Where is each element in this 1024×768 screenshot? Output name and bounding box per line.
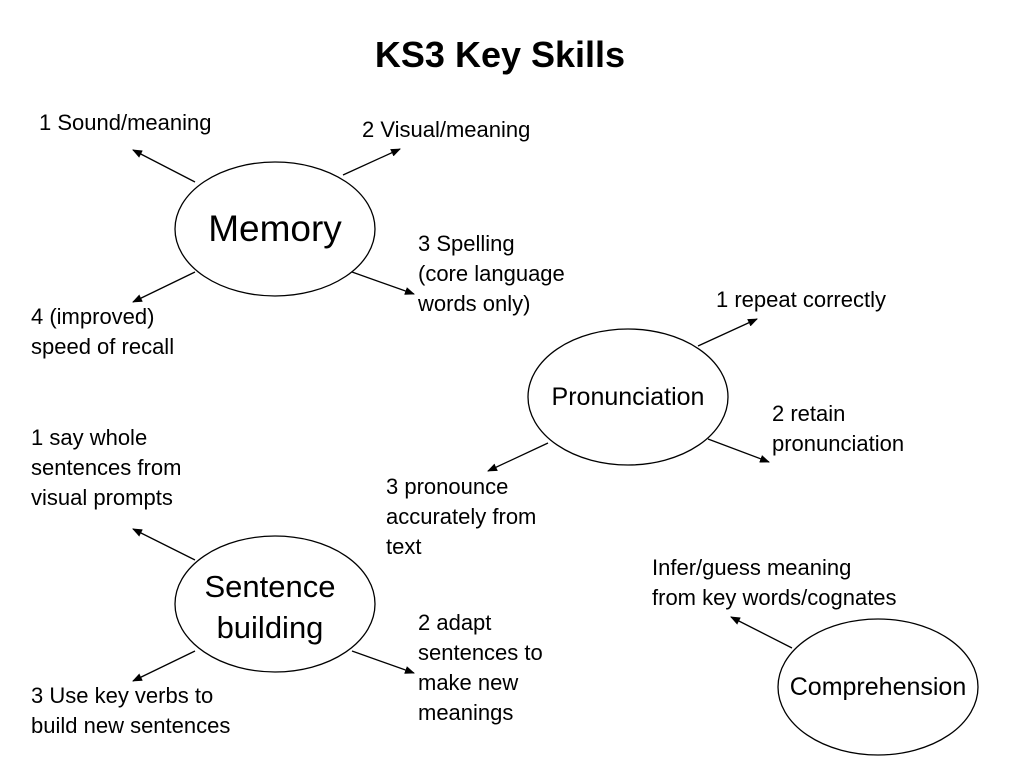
page-title: KS3 Key Skills bbox=[374, 34, 626, 75]
arrow-comprehension-infer bbox=[730, 616, 793, 649]
arrow-memory-spelling bbox=[351, 271, 415, 295]
pronunciation-item-pronounce: 3 pronounce accurately from text bbox=[386, 474, 537, 559]
arrow-pronunciation-repeat bbox=[697, 318, 758, 347]
sentence-building-ellipse bbox=[174, 535, 376, 673]
comprehension-ellipse bbox=[777, 618, 979, 756]
arrow-pronunciation-pronounce bbox=[487, 442, 549, 472]
pronunciation-item-repeat: 1 repeat correctly bbox=[716, 287, 886, 312]
pronunciation-item-retain: 2 retain pronunciation bbox=[772, 401, 905, 456]
arrow-sentence-adapt bbox=[351, 650, 415, 674]
arrow-memory-sound bbox=[132, 149, 196, 183]
memory-item-spelling: 3 Spelling (core language words only) bbox=[418, 231, 565, 316]
sentence-item-key-verbs: 3 Use key verbs to build new sentences bbox=[31, 683, 231, 738]
sentence-item-say-whole: 1 say whole sentences from visual prompt… bbox=[31, 425, 182, 510]
arrow-pronunciation-retain bbox=[707, 438, 770, 463]
comprehension-item-infer: Infer/guess meaning from key words/cogna… bbox=[652, 555, 897, 610]
arrow-memory-recall bbox=[132, 271, 196, 303]
memory-item-speed-of-recall: 4 (improved) speed of recall bbox=[31, 304, 175, 359]
pronunciation-ellipse bbox=[527, 328, 729, 466]
memory-item-visual-meaning: 2 Visual/meaning bbox=[362, 117, 531, 142]
memory-ellipse bbox=[174, 161, 376, 297]
sentence-building-label: Sentence building bbox=[204, 569, 336, 645]
sentence-item-adapt: 2 adapt sentences to make new meanings bbox=[418, 610, 543, 725]
memory-label: Memory bbox=[208, 208, 342, 249]
arrow-sentence-verbs bbox=[132, 650, 196, 682]
arrow-sentence-say bbox=[132, 528, 196, 561]
arrow-memory-visual bbox=[342, 148, 401, 176]
pronunciation-label: Pronunciation bbox=[551, 383, 705, 411]
comprehension-label: Comprehension bbox=[789, 673, 967, 701]
memory-item-sound-meaning: 1 Sound/meaning bbox=[39, 110, 212, 135]
